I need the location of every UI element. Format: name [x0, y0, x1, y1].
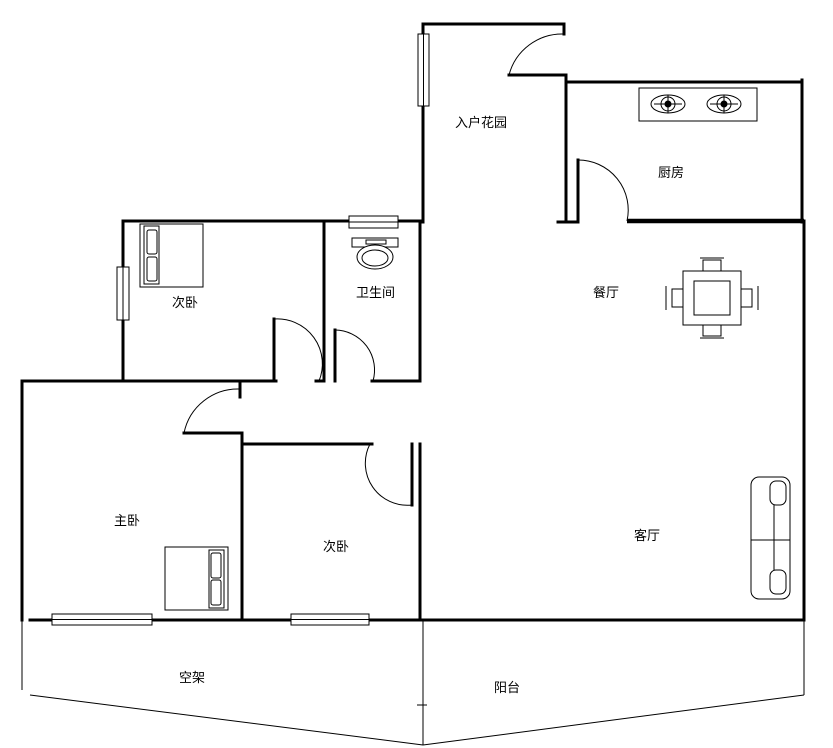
label-overhang: 空架: [179, 671, 205, 686]
label-bathroom: 卫生间: [356, 286, 395, 301]
label-balcony: 阳台: [494, 681, 520, 696]
bedroom-top-door: [273, 318, 323, 382]
entrance-door: [508, 33, 565, 76]
label-master-bedroom: 主卧: [114, 514, 140, 529]
master-bed-icon: [164, 546, 229, 611]
master-door: [183, 388, 241, 434]
dining-table-icon: [665, 257, 759, 339]
label-kitchen: 厨房: [658, 165, 684, 181]
toilet-icon: [351, 237, 399, 270]
bathroom-door: [334, 329, 376, 382]
label-dining: 餐厅: [593, 285, 619, 301]
label-living-room: 客厅: [634, 528, 660, 544]
label-entrance-garden: 入户花园: [455, 115, 507, 131]
room-labels: 入户花园 厨房 次卧 卫生间 餐厅 主卧 次卧 客厅 空架 阳台: [114, 115, 684, 696]
doors: [183, 33, 629, 506]
sofa-icon: [750, 476, 791, 600]
windows: [51, 33, 430, 626]
label-second-bedroom-bottom: 次卧: [323, 539, 349, 555]
stove-icon: [638, 87, 758, 122]
walls: [20, 22, 806, 746]
bedroom-bottom-door: [364, 443, 413, 506]
bed-icon: [139, 223, 204, 288]
kitchen-door: [577, 159, 629, 222]
label-second-bedroom-top: 次卧: [172, 295, 198, 311]
